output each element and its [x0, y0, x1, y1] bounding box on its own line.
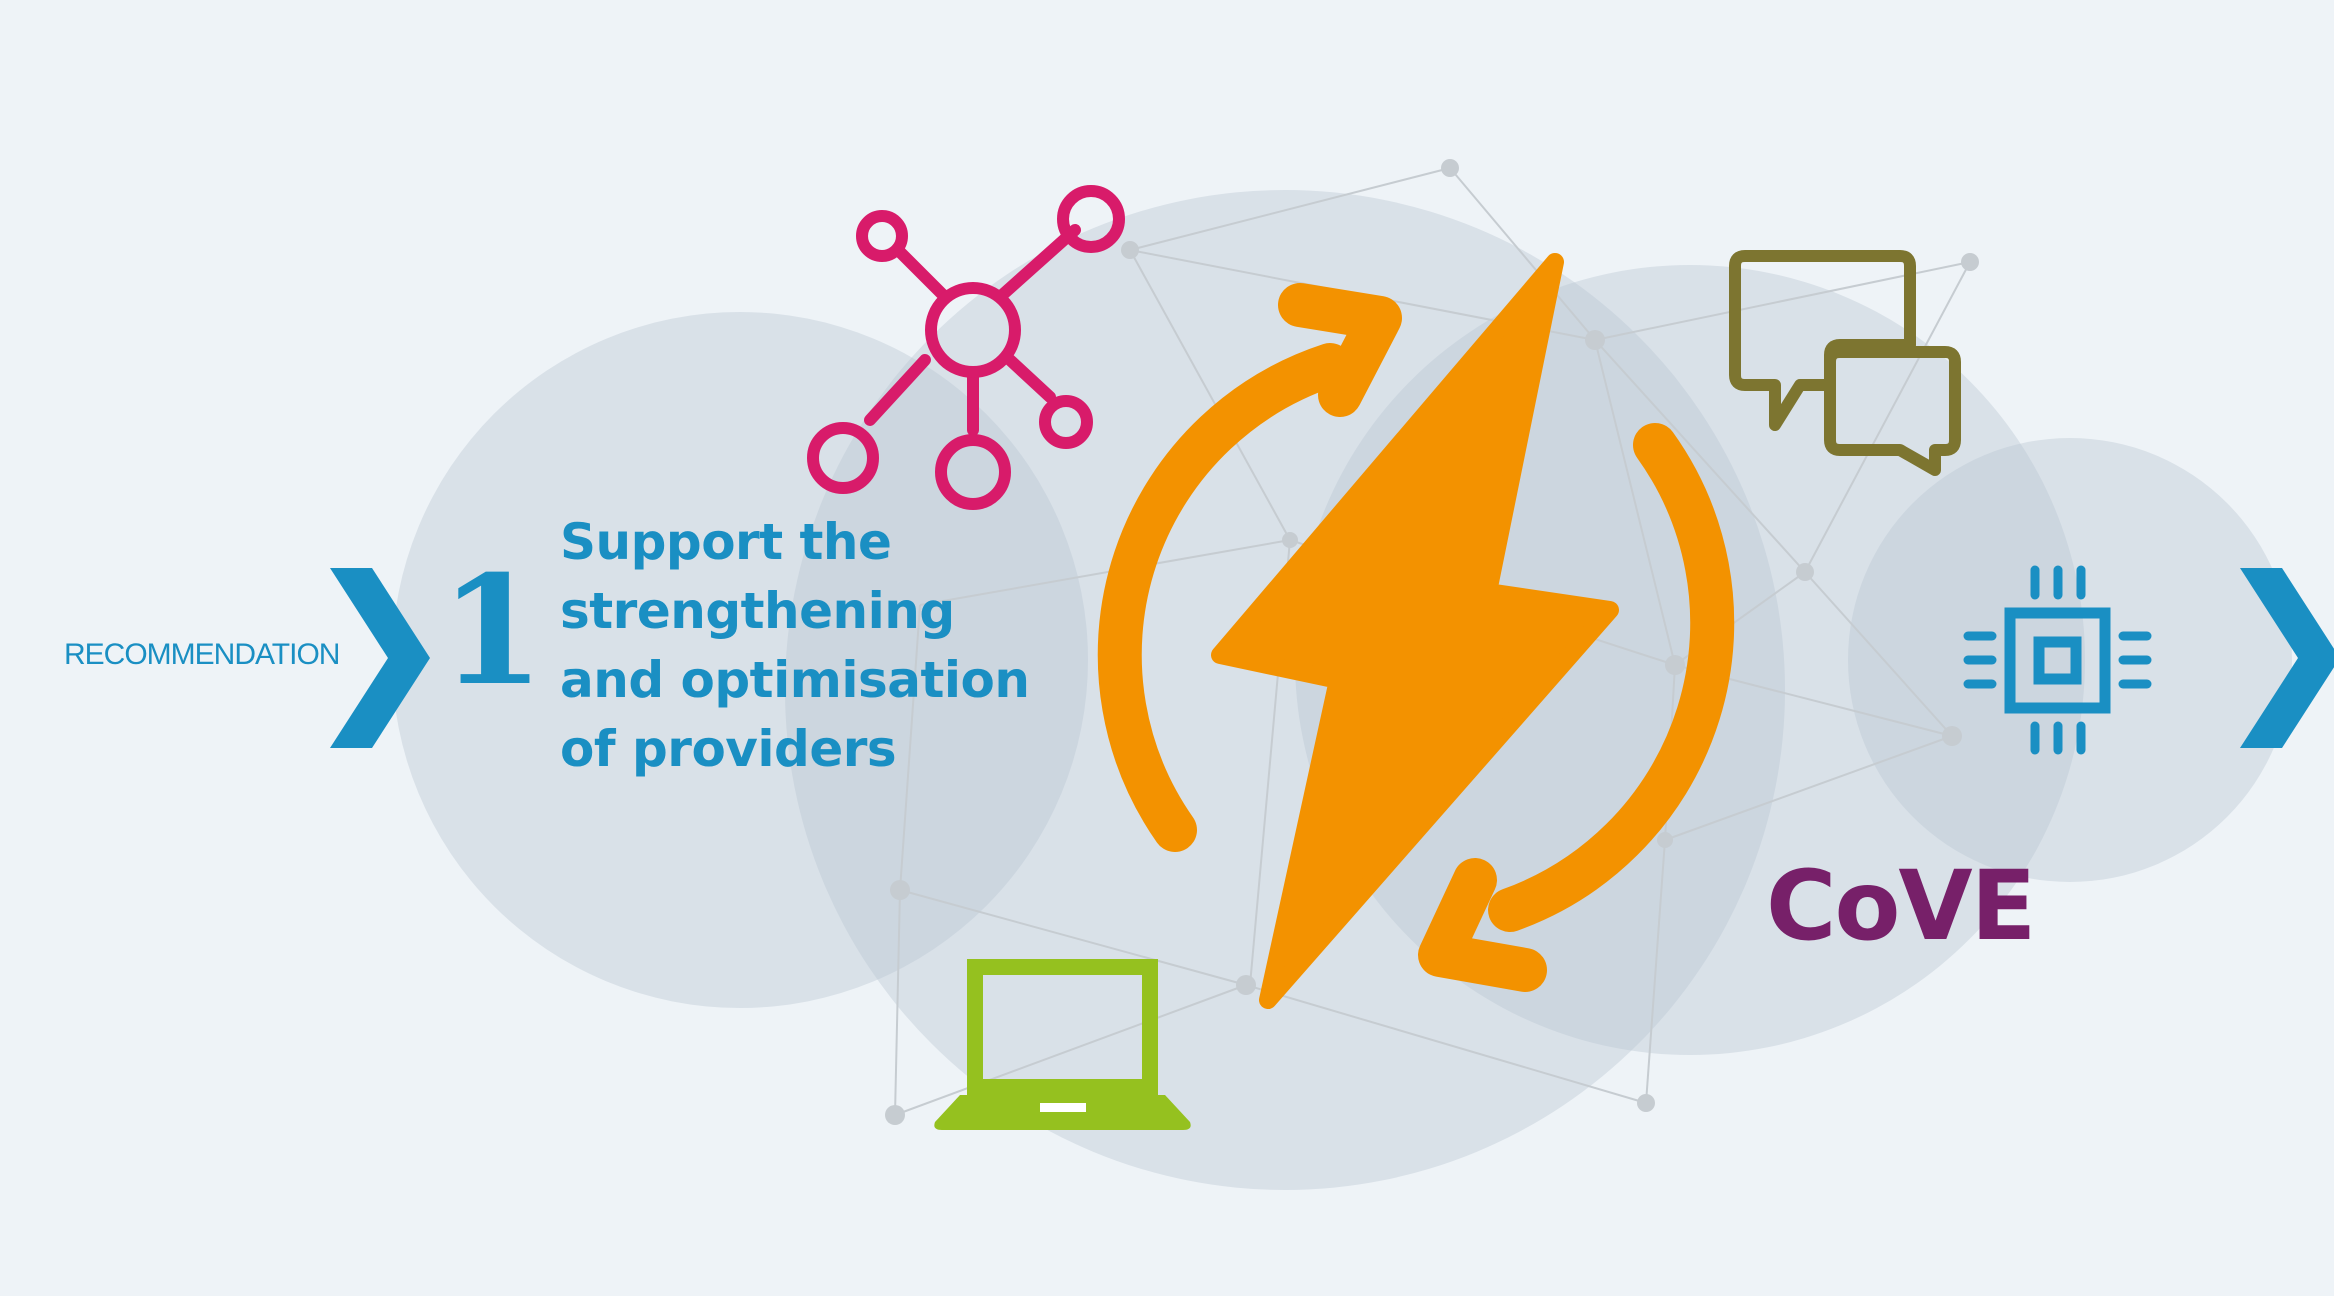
chevron-right-icon [330, 568, 430, 748]
mesh-nodes [885, 159, 1979, 1125]
bg-circle-center [785, 190, 1785, 1190]
network-nodes-icon [807, 185, 1125, 510]
bg-circle-far-right [1848, 438, 2292, 882]
recommendation-label: RECOMMENDATION [64, 638, 340, 671]
cove-logo-text: CoVE [1766, 850, 2036, 962]
title-line: and optimisation [560, 651, 1030, 709]
recommendation-number: 1 [440, 543, 545, 719]
bottom-strip [0, 1296, 2334, 1313]
chevron-right-icon [2240, 568, 2334, 748]
title-line: strengthening [560, 582, 955, 640]
bg-circle-left [392, 312, 1088, 1008]
title-line: of providers [560, 720, 897, 778]
background-circles [392, 190, 2292, 1190]
title-line: Support the [560, 513, 892, 571]
recommendation-title: Support the strengthening and optimisati… [560, 508, 1030, 784]
